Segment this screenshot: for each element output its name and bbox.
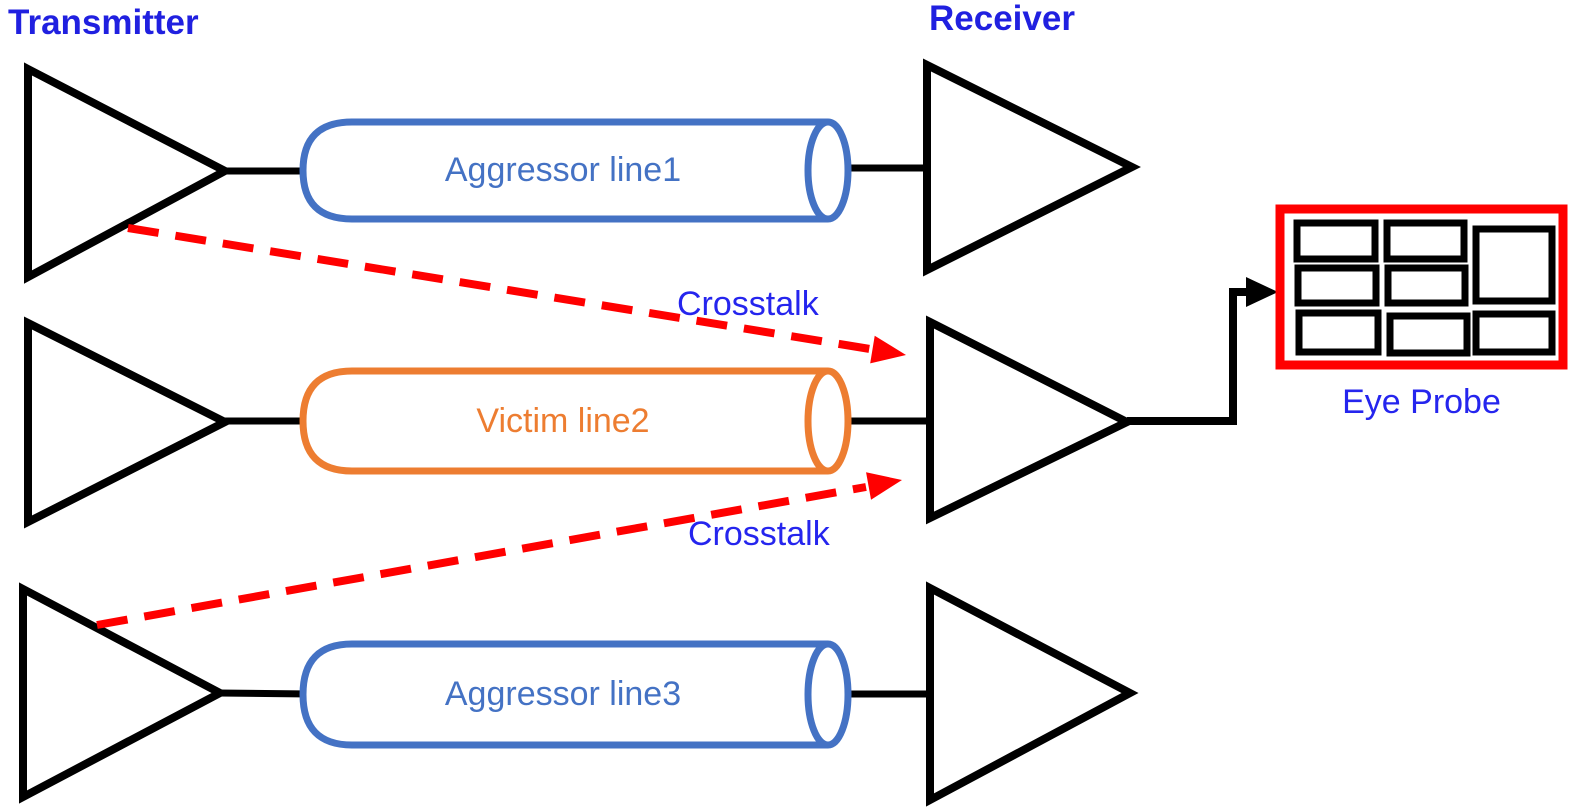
transmitter-label: Transmitter [8,3,199,42]
victim-line2-label: Victim line2 [476,401,650,440]
eye-probe-box [1275,204,1568,370]
wire-tx3-to-line3 [217,689,311,698]
crosstalk-arrow-top-head-icon [870,335,906,364]
crosstalk-label-top: Crosstalk [677,285,819,323]
aggressor-line3-label: Aggressor line3 [444,675,682,713]
eye-cell-right-large [1472,225,1556,305]
eye-cell-r3c1 [1295,309,1382,356]
eye-cell-r2c1 [1294,264,1380,307]
receiver1-buffer-icon [923,58,1141,277]
crosstalk-arrow-bottom-line [96,483,867,629]
transmitter2-buffer-icon [24,316,234,529]
receiver-to-eye-probe-arrow [1127,277,1278,425]
eye-cell-r1c1 [1293,219,1379,263]
aggressor-line1-label: Aggressor line1 [444,151,682,189]
receiver2-buffer-icon [926,315,1136,525]
eye-cell-r3c3 [1472,310,1556,356]
aggressor-line3-endcap [804,640,852,749]
aggressor-line1-body [299,118,828,223]
eye-probe-grid [1293,219,1556,357]
aggressor-line1-cylinder [299,118,852,223]
victim-line2-endcap [804,367,852,475]
crosstalk-arrow-top-line [127,224,871,353]
eye-probe-label: Eye Probe [1342,383,1501,421]
transmitter3-buffer-icon [19,582,229,804]
crosstalk-arrow-top [127,224,906,364]
crosstalk-arrow-bottom [96,472,902,629]
receiver-label: Receiver [929,0,1075,38]
eye-probe-arrowhead-icon [1246,277,1278,307]
aggressor-line3-body [299,640,828,749]
aggressor-line3-cylinder [299,640,852,749]
receiver3-buffer-icon [926,581,1139,807]
eye-cell-r1c2 [1383,219,1468,263]
victim-line2-body [299,367,828,475]
eye-probe-arrow-line [1127,288,1250,425]
eye-cell-r3c2 [1386,312,1471,357]
crosstalk-label-bottom: Crosstalk [688,515,830,553]
transmitter1-buffer-icon [24,62,234,284]
crosstalk-arrow-bottom-head-icon [866,472,902,500]
aggressor-line1-endcap [804,118,852,223]
eye-cell-r2c2 [1384,264,1469,307]
victim-line2-cylinder [299,367,852,475]
